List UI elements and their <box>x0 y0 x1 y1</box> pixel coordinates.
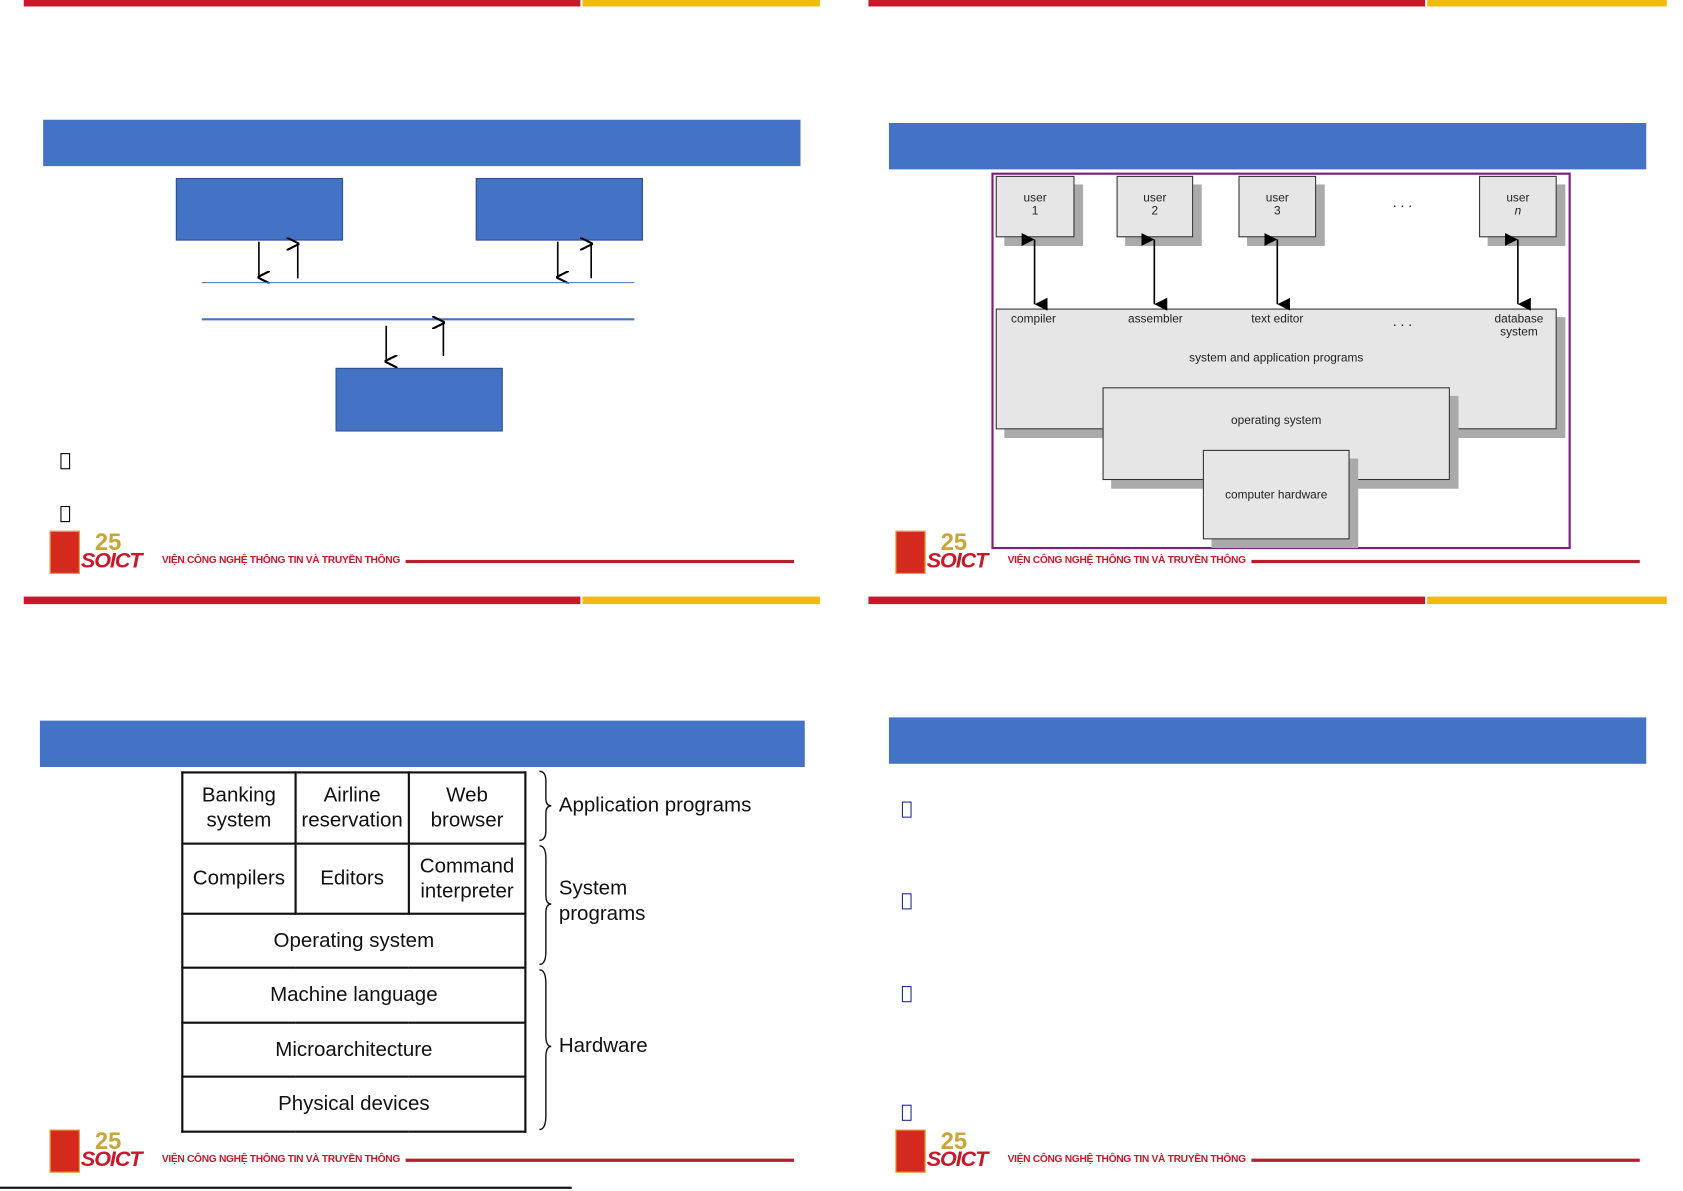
top-bar-red <box>23 596 581 605</box>
top-bar-yellow <box>1427 596 1667 605</box>
footer-line <box>1251 1158 1640 1162</box>
group-label: System programs <box>558 877 646 926</box>
layer-cell: Editors <box>294 842 410 915</box>
bullet-icon <box>60 453 71 470</box>
bullet-icon <box>901 893 912 910</box>
slide-title-bar <box>888 717 1647 764</box>
hardware-layer: computer hardware <box>1202 449 1350 540</box>
soict-logo: SOICT <box>926 1147 989 1172</box>
footer-institute: VIỆN CÔNG NGHỆ THÔNG TIN VÀ TRUYỀN THÔNG <box>1007 1153 1246 1166</box>
soict-logo: SOICT <box>80 549 143 573</box>
top-bar-yellow <box>582 596 820 605</box>
layer-cell: Airline reservation <box>294 771 410 845</box>
layer-cell: Compilers <box>181 842 297 915</box>
footer-institute: VIỆN CÔNG NGHỆ THÔNG TIN VÀ TRUYỀN THÔNG <box>161 554 400 567</box>
anniversary-logo: 25 <box>94 528 122 556</box>
ellipsis: . . . <box>1392 194 1413 211</box>
anniversary-logo: 25 <box>94 1127 122 1155</box>
top-bar-yellow <box>582 0 820 7</box>
ellipsis: . . . <box>1392 312 1413 330</box>
bullet-icon <box>60 505 71 523</box>
layer-cell: Machine language <box>181 966 527 1024</box>
slide-title-bar <box>43 119 801 167</box>
soict-logo: SOICT <box>80 1147 143 1172</box>
soict-logo: SOICT <box>926 549 989 573</box>
bullet-icon <box>901 986 912 1003</box>
footer-institute: VIỆN CÔNG NGHỆ THÔNG TIN VÀ TRUYỀN THÔNG <box>1007 554 1246 567</box>
diagram-box-left <box>175 178 344 241</box>
footer-line <box>405 559 794 564</box>
anniversary-logo: 25 <box>940 528 968 556</box>
layer-cell: Microarchitecture <box>181 1021 527 1078</box>
group-label: Application programs <box>558 793 752 817</box>
footer-line <box>1251 559 1640 564</box>
diagram-arrows <box>201 0 635 453</box>
diagram-box-bottom <box>335 367 503 432</box>
bullet-icon <box>901 801 912 818</box>
group-label: Hardware <box>558 1034 648 1058</box>
program-label: assembler <box>1128 312 1183 326</box>
university-logo <box>49 530 80 574</box>
bullet-icon <box>901 1104 912 1121</box>
slide-title-bar <box>888 122 1647 170</box>
top-bar-yellow <box>1427 0 1667 7</box>
anniversary-logo: 25 <box>940 1127 968 1155</box>
program-label: compiler <box>1011 312 1056 326</box>
hardware-layer-label: computer hardware <box>1225 488 1328 502</box>
group-braces <box>539 770 552 1131</box>
top-bar-red <box>23 0 581 7</box>
program-label: text editor <box>1251 312 1304 326</box>
layer-cell: Physical devices <box>181 1075 527 1133</box>
university-logo <box>895 1129 926 1173</box>
os-layer-label: operating system <box>1231 414 1322 428</box>
top-bar-red <box>868 596 1426 605</box>
layer-cell: Command interpreter <box>407 842 527 915</box>
user-arrows <box>1021 233 1531 311</box>
top-bar-red <box>868 0 1426 7</box>
footer-line <box>405 1158 794 1162</box>
layer-cell: Operating system <box>181 912 527 969</box>
footer-institute: VIỆN CÔNG NGHỆ THÔNG TIN VÀ TRUYỀN THÔNG <box>161 1153 400 1166</box>
university-logo <box>49 1129 80 1173</box>
program-label: database system <box>1494 312 1544 339</box>
slide-title-bar <box>39 720 805 768</box>
university-logo <box>895 530 926 574</box>
page-edge-line <box>0 1186 572 1189</box>
layer-cell: Web browser <box>407 771 527 845</box>
diagram-box-right <box>475 178 643 241</box>
programs-layer-label: system and application programs <box>1189 351 1364 365</box>
layer-cell: Banking system <box>181 771 297 845</box>
